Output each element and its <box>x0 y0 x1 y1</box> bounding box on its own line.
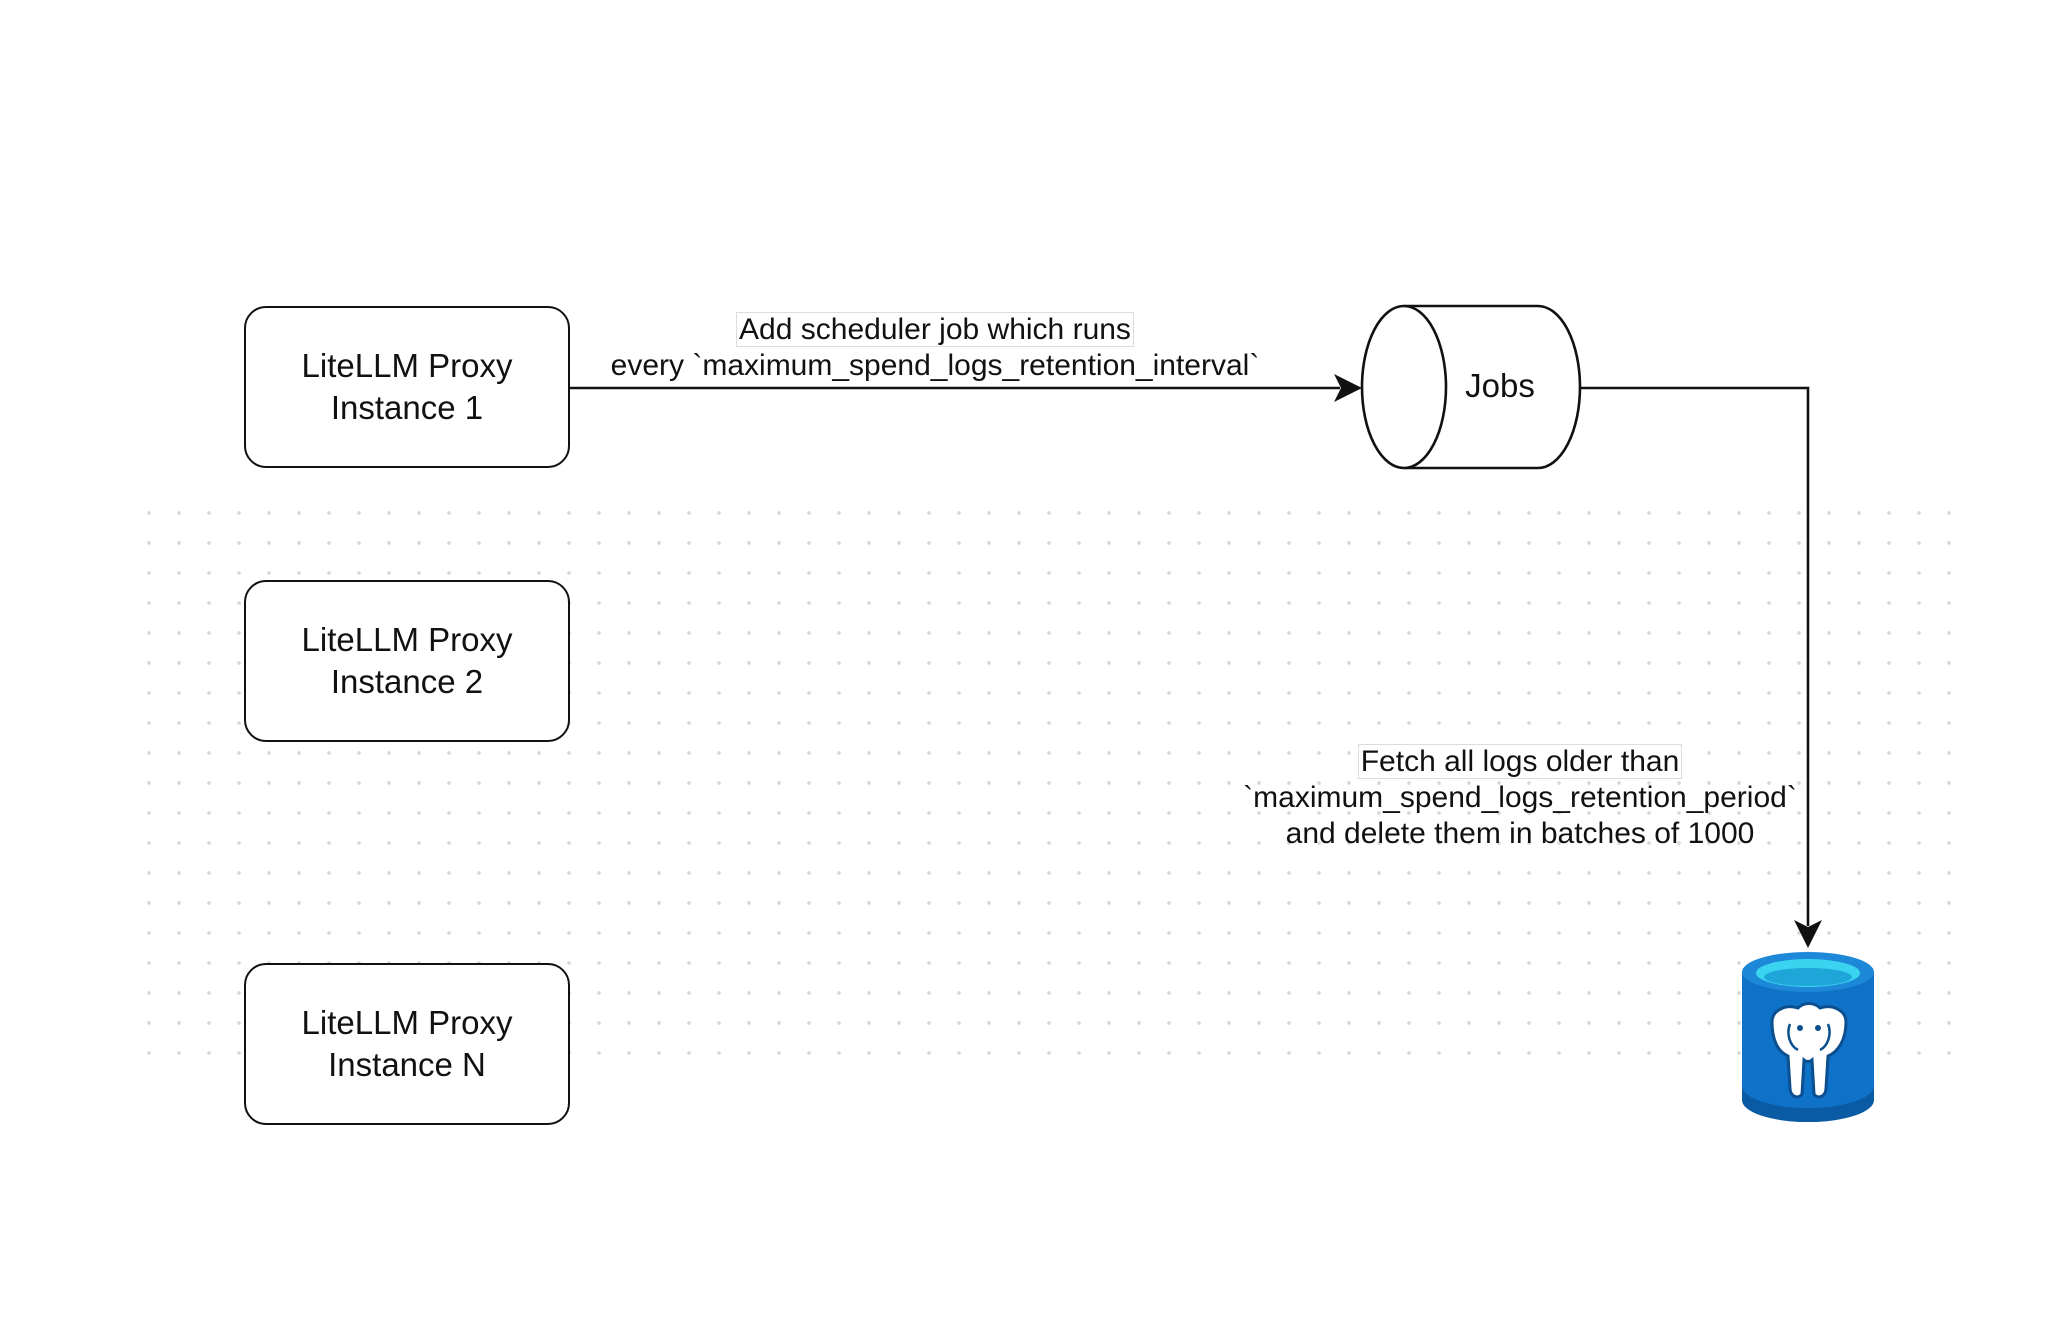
fetch-delete-arrow[interactable] <box>1580 386 1822 948</box>
fetch-label-line-2: `maximum_spend_logs_retention_period` <box>1243 781 1797 814</box>
jobs-queue-node[interactable] <box>1360 304 1582 470</box>
proxy-instance-n-subtitle: Instance N <box>328 1046 486 1083</box>
schedule-edge-label: Add scheduler job which runs every `maxi… <box>560 312 1310 384</box>
proxy-instance-1-node[interactable]: LiteLLM Proxy Instance 1 <box>244 306 570 468</box>
proxy-instance-1-title: LiteLLM Proxy <box>301 347 513 384</box>
schedule-label-line-2: every `maximum_spend_logs_retention_inte… <box>610 349 1260 382</box>
proxy-instance-n-node[interactable]: LiteLLM Proxy Instance N <box>244 963 570 1125</box>
proxy-instance-2-title: LiteLLM Proxy <box>301 621 513 658</box>
proxy-instance-2-subtitle: Instance 2 <box>330 663 484 700</box>
fetch-label-line-1: Fetch all logs older than <box>1357 744 1683 779</box>
schedule-label-line-1: Add scheduler job which runs <box>736 312 1134 347</box>
schedule-arrow[interactable] <box>570 374 1362 402</box>
proxy-instance-2-node[interactable]: LiteLLM Proxy Instance 2 <box>244 580 570 742</box>
fetch-label-line-3: and delete them in batches of 1000 <box>1285 817 1755 850</box>
fetch-edge-label: Fetch all logs older than `maximum_spend… <box>1190 744 1850 852</box>
proxy-instance-1-subtitle: Instance 1 <box>330 389 484 426</box>
proxy-instance-n-title: LiteLLM Proxy <box>301 1004 513 1041</box>
postgresql-database-icon <box>1742 952 1874 1122</box>
jobs-label: Jobs <box>1465 367 1535 404</box>
